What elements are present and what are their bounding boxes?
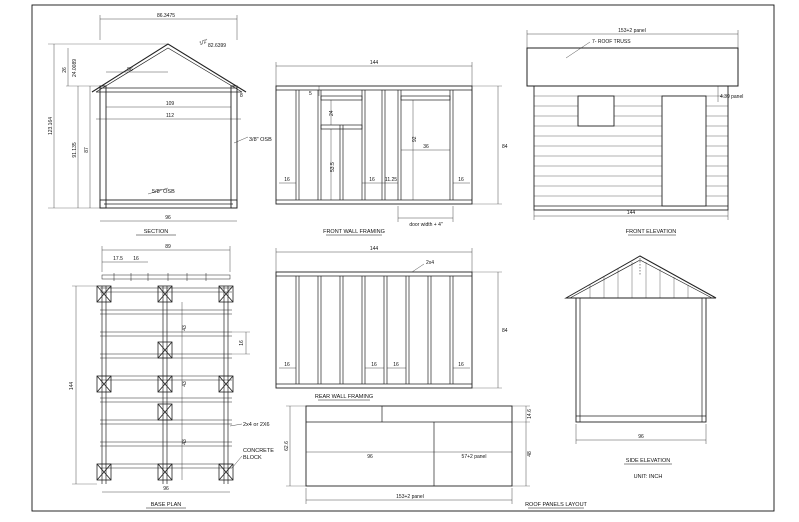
dim-overhang-height: 24.0089 — [72, 59, 78, 77]
dim-bp-bay-b: 43 — [182, 381, 188, 387]
dim-fe-panel: 153+2 panel — [618, 28, 646, 34]
dim-fw-stud-d: 16 — [458, 177, 464, 183]
dim-fw-stud-c: 11.25 — [385, 177, 397, 183]
dim-bp-length: 144 — [69, 382, 75, 391]
dim-rp-width: 153+2 panel — [396, 494, 424, 500]
dim-bp-top: 89 — [165, 244, 171, 250]
section-view — [48, 15, 249, 222]
title-base-plan: BASE PLAN — [151, 502, 182, 508]
dim-fw-stud-a: 16 — [284, 177, 290, 183]
sheet-border — [31, 4, 775, 512]
rear-wall-framing — [275, 248, 502, 389]
dim-rw-s2: 16 — [371, 362, 377, 368]
dim-small-a: 8 — [240, 93, 243, 99]
dim-fw-height: 84 — [502, 144, 508, 150]
dim-rw-height: 84 — [502, 328, 508, 334]
note-roof-truss: 7- ROOF TRUSS — [592, 39, 631, 45]
dim-fe-eave: 4.39 panel — [720, 94, 743, 100]
dim-fw-header-small: 5 — [309, 91, 312, 97]
front-elevation-view — [526, 30, 739, 220]
dim-fw-door-w: 36 — [423, 144, 429, 150]
dim-rw-stud: 2x4 — [426, 260, 434, 266]
dim-bp-side: 16 — [239, 340, 245, 346]
dim-outer-width: 112 — [166, 113, 174, 119]
note-concrete-block-1: CONCRETE — [243, 448, 274, 454]
dim-rp-panel-a: 96 — [367, 454, 373, 460]
dim-wall-height-a: 91.135 — [72, 142, 78, 158]
title-front-elevation: FRONT ELEVATION — [626, 229, 676, 235]
dim-fw-lower: 53.5 — [330, 162, 336, 172]
dim-rp-lower: 48 — [527, 451, 533, 457]
dim-pitch: 1/2" — [199, 38, 209, 47]
dim-wall-height-b: 87 — [84, 147, 90, 153]
note-floor-osb: 5/8" OSB — [152, 189, 175, 195]
title-front-wall: FRONT WALL FRAMING — [323, 229, 385, 235]
dim-rw-s1: 16 — [284, 362, 290, 368]
note-concrete-block-2: BLOCK — [243, 455, 262, 461]
dim-top-width: 86.3475 — [157, 13, 175, 19]
unit-note: UNIT: INCH — [634, 474, 663, 480]
front-wall-framing — [275, 62, 502, 222]
dim-half-span: 56 — [127, 67, 133, 73]
dim-fe-width: 144 — [627, 210, 636, 216]
dim-rp-panel-b: 57+2 panel — [462, 454, 487, 460]
dim-fw-width: 144 — [370, 60, 379, 66]
title-side-elevation: SIDE ELEVATION — [626, 458, 670, 464]
dim-fw-window-h: 92 — [412, 136, 418, 142]
side-elevation-view — [564, 255, 717, 444]
note-door-width: door width + 4" — [409, 222, 443, 228]
roof-panels-layout — [286, 405, 530, 504]
note-joist: 2x4 or 2X6 — [243, 422, 270, 428]
dim-bp-spacing-b: 16 — [133, 256, 139, 262]
note-wall-osb: 3/8" OSB — [249, 137, 272, 143]
dim-fw-header: 24 — [329, 110, 335, 116]
dim-bp-bay-a: 43 — [182, 325, 188, 331]
dim-rw-s3: 16 — [393, 362, 399, 368]
title-section: SECTION — [144, 229, 168, 235]
dim-roof-height: 26 — [62, 67, 68, 73]
dim-rp-top-strip: 14.6 — [527, 409, 533, 419]
dim-rw-width: 144 — [370, 246, 379, 252]
dim-floor-width: 96 — [165, 215, 171, 221]
dim-rw-s4: 16 — [458, 362, 464, 368]
dim-inner-width: 109 — [166, 101, 175, 107]
title-rear-wall: REAR WALL FRAMING — [315, 394, 373, 400]
base-plan-view — [72, 246, 250, 493]
dim-total-height: 123.164 — [48, 117, 54, 135]
dim-bp-spacing-a: 17.5 — [113, 256, 123, 262]
dim-fw-stud-b: 16 — [369, 177, 375, 183]
dim-rafter: 82.6399 — [208, 43, 226, 49]
dim-bp-bay-c: 43 — [182, 439, 188, 445]
dim-se-width: 96 — [638, 434, 644, 440]
title-roof-panels: ROOF PANELS LAYOUT — [525, 502, 587, 508]
dim-bp-bottom: 96 — [163, 486, 169, 492]
dim-rp-total-height: 62.6 — [284, 441, 290, 451]
